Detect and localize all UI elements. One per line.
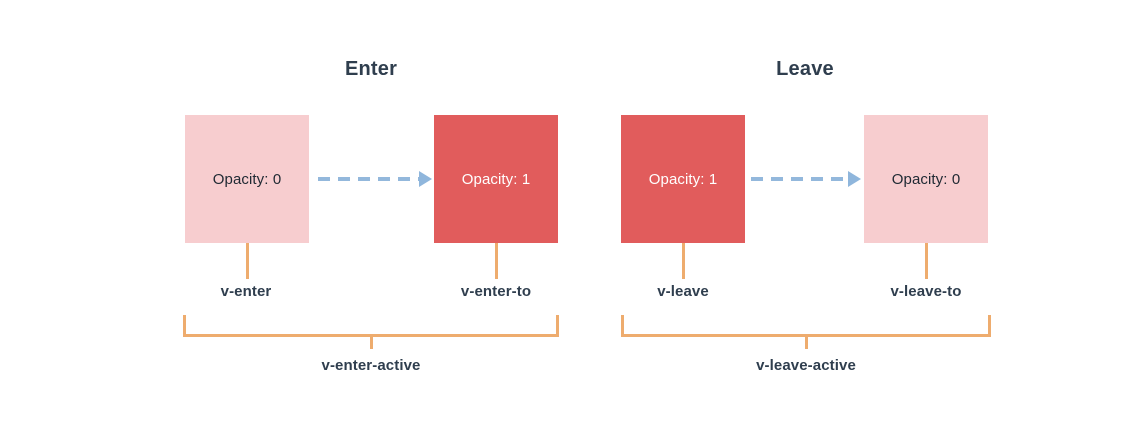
group-title-enter: Enter bbox=[344, 58, 398, 80]
group-title-leave: Leave bbox=[776, 58, 834, 80]
connector-stem-v-enter bbox=[246, 243, 249, 279]
transition-arrow-enter bbox=[318, 171, 432, 187]
state-box-v-leave-to: Opacity: 0 bbox=[864, 115, 988, 243]
arrow-head-icon bbox=[848, 171, 861, 187]
transition-arrow-leave bbox=[751, 171, 861, 187]
dashed-line-icon bbox=[751, 177, 849, 181]
connector-stem-v-enter-to bbox=[495, 243, 498, 279]
class-label-v-enter: v-enter bbox=[220, 283, 272, 300]
bracket-v-leave-active bbox=[621, 315, 991, 337]
class-label-v-leave-active: v-leave-active bbox=[756, 357, 856, 374]
bracket-v-enter-active bbox=[183, 315, 559, 337]
connector-stem-v-leave bbox=[682, 243, 685, 279]
state-box-label: Opacity: 1 bbox=[648, 170, 718, 188]
arrow-head-icon bbox=[419, 171, 432, 187]
bracket-stem-v-leave-active bbox=[805, 335, 808, 349]
state-box-v-leave: Opacity: 1 bbox=[621, 115, 745, 243]
state-box-label: Opacity: 0 bbox=[212, 170, 282, 188]
bracket-stem-v-enter-active bbox=[370, 335, 373, 349]
class-label-v-enter-active: v-enter-active bbox=[321, 357, 421, 374]
state-box-label: Opacity: 0 bbox=[891, 170, 961, 188]
class-label-v-leave-to: v-leave-to bbox=[890, 283, 962, 300]
connector-stem-v-leave-to bbox=[925, 243, 928, 279]
state-box-label: Opacity: 1 bbox=[461, 170, 531, 188]
class-label-v-enter-to: v-enter-to bbox=[460, 283, 532, 300]
state-box-v-enter: Opacity: 0 bbox=[185, 115, 309, 243]
state-box-v-enter-to: Opacity: 1 bbox=[434, 115, 558, 243]
class-label-v-leave: v-leave bbox=[657, 283, 709, 300]
dashed-line-icon bbox=[318, 177, 420, 181]
